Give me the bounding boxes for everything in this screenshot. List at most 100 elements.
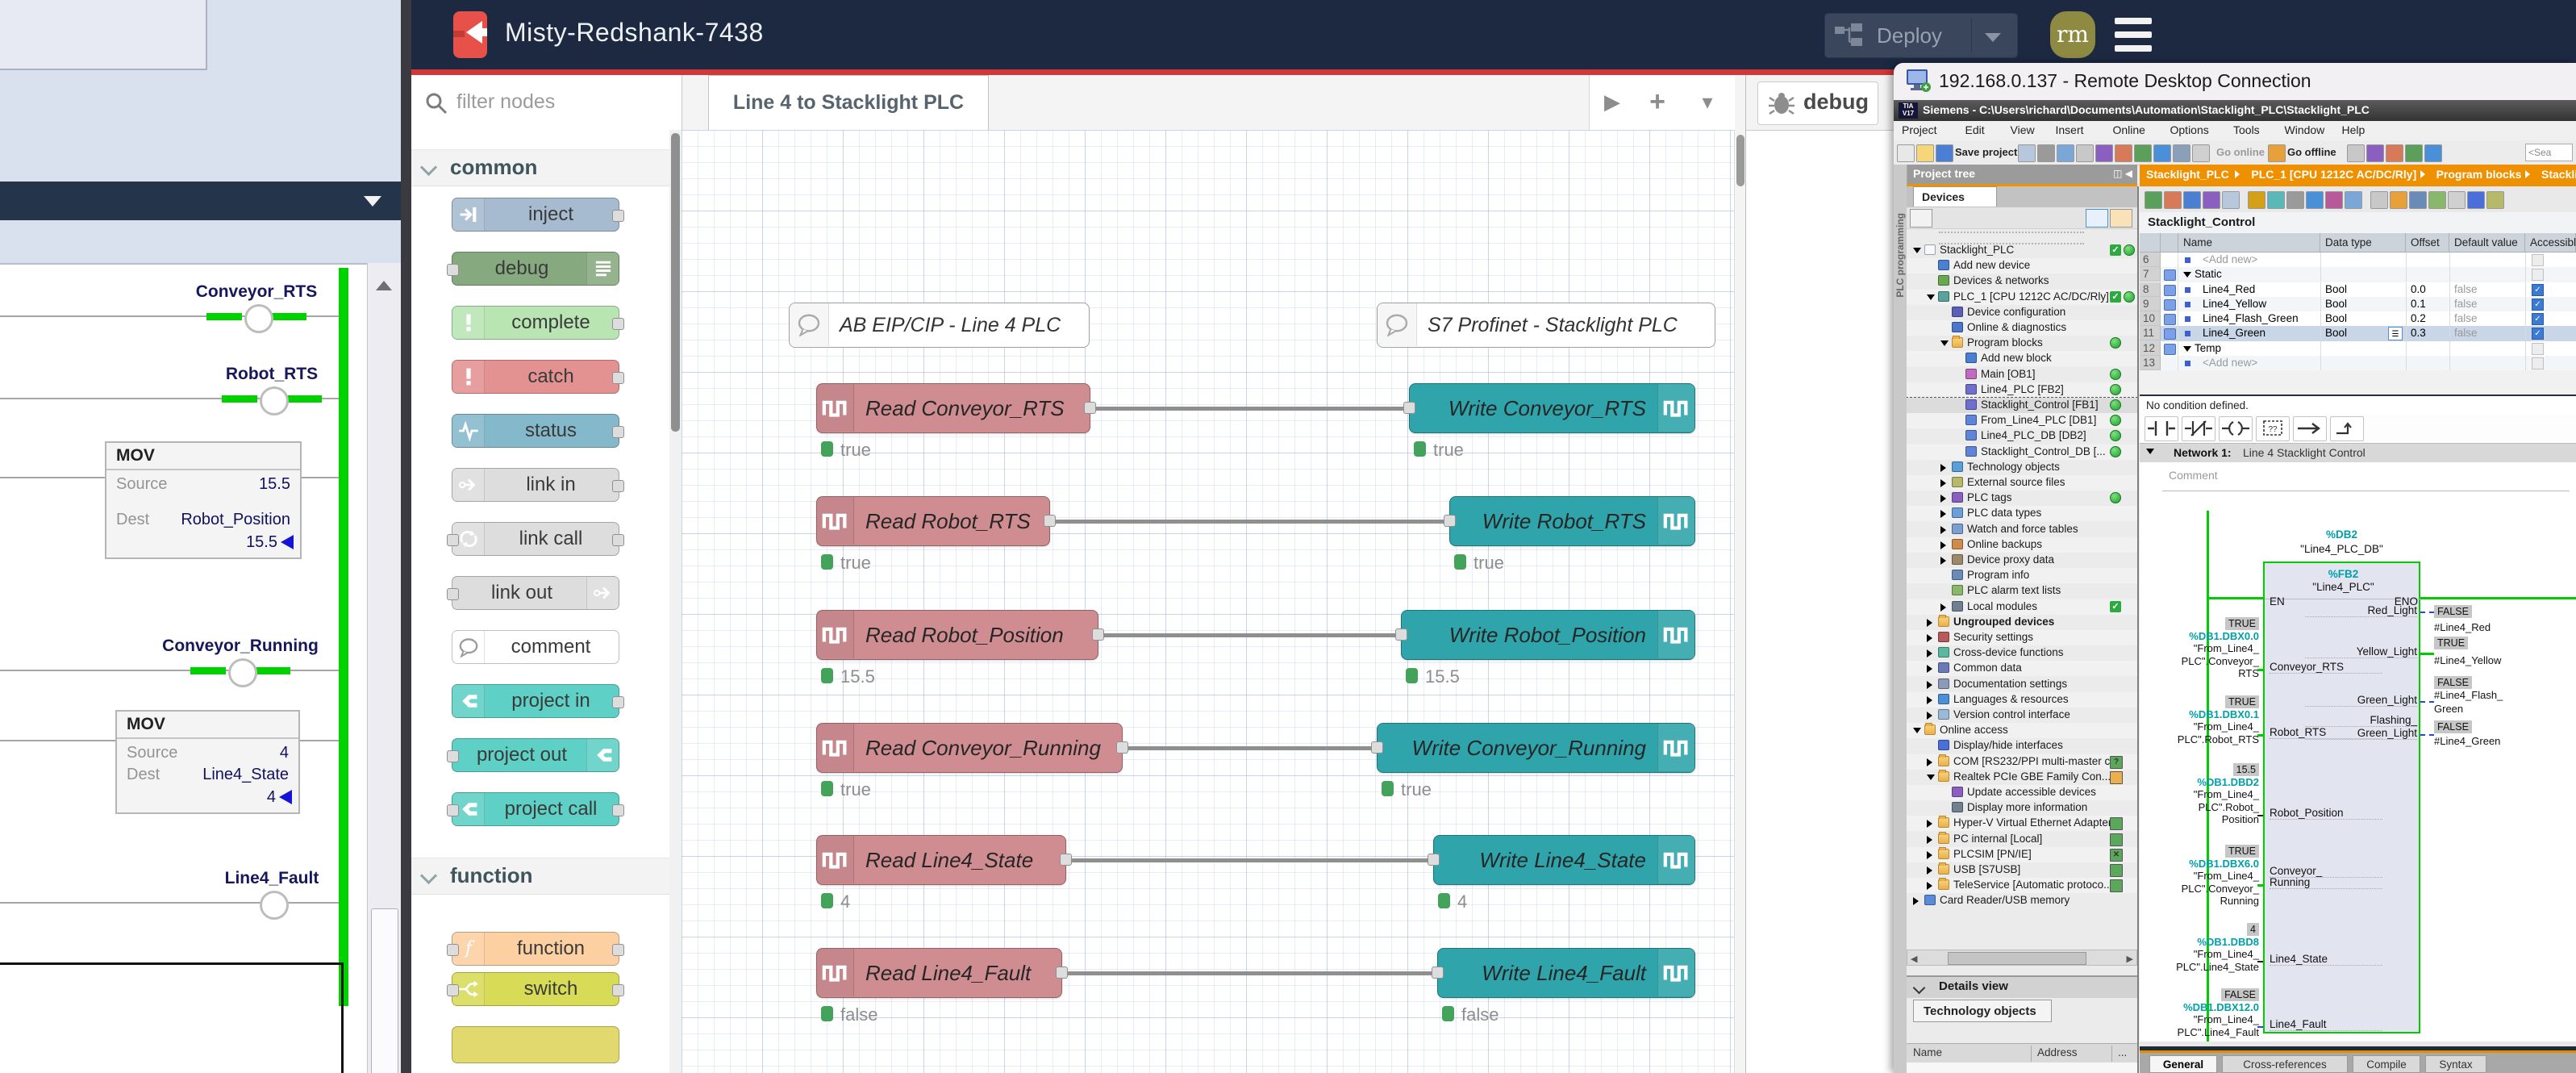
breadcrumb-item-plc-1-cpu-1212c-ac-dc-rly[interactable]: PLC_1 [CPU 1212C AC/DC/Rly]: [2251, 168, 2417, 181]
input-port[interactable]: [1395, 628, 1407, 641]
expand-icon[interactable]: [1927, 695, 1932, 704]
comment-node-s7-profinet-stacklight-plc[interactable]: S7 Profinet - Stacklight PLC: [1377, 303, 1715, 348]
output-port[interactable]: [1060, 854, 1072, 866]
output-port[interactable]: [612, 944, 624, 956]
bottom-tab-compile[interactable]: Compile: [2353, 1055, 2420, 1073]
editor-toolbar-icon[interactable]: [2370, 191, 2388, 209]
output-port[interactable]: [1116, 741, 1128, 754]
toolbar-icon[interactable]: [2037, 144, 2055, 162]
scroll-right-icon[interactable]: ▶: [2126, 954, 2133, 964]
input-port[interactable]: [1403, 402, 1415, 414]
editor-toolbar-icon[interactable]: [2203, 191, 2220, 209]
flow-node-write-robot-rts[interactable]: Write Robot_RTS: [1444, 496, 1695, 546]
flow-node-read-robot-position[interactable]: Read Robot_Position: [816, 610, 1104, 660]
output-port[interactable]: [612, 696, 624, 708]
collapse-icon[interactable]: [1940, 340, 1949, 347]
input-port[interactable]: [447, 750, 459, 762]
editor-toolbar-icon[interactable]: [2286, 191, 2304, 209]
flow-node-read-conveyor-rts[interactable]: Read Conveyor_RTS: [816, 383, 1096, 433]
accessible-checkbox[interactable]: [2532, 357, 2544, 369]
editor-toolbar-icon[interactable]: [2486, 191, 2504, 209]
tree-item-plc-alarm-text-lists[interactable]: PLC alarm text lists: [1907, 583, 2137, 599]
comment-node-ab-eip-cip-line-4-plc[interactable]: AB EIP/CIP - Line 4 PLC: [789, 303, 1090, 348]
editor-toolbar-icon[interactable]: [2267, 191, 2285, 209]
tree-item-teleservice-automatic-protoco[interactable]: TeleService [Automatic protoco...: [1907, 878, 2137, 894]
palette-section-common[interactable]: common: [411, 149, 669, 186]
tree-item-program-info[interactable]: Program info: [1907, 568, 2137, 584]
tree-filter-icon[interactable]: [2110, 209, 2132, 228]
tree-item-watch-and-force-tables[interactable]: Watch and force tables: [1907, 522, 2137, 537]
tree-item-cross-device-functions[interactable]: Cross-device functions: [1907, 645, 2137, 661]
column-header-accessible[interactable]: Accessible: [2525, 233, 2576, 253]
tree-item-device-configuration[interactable]: Device configuration: [1907, 305, 2137, 320]
palette-node-status[interactable]: status: [452, 414, 624, 448]
flow-tab[interactable]: Line 4 to Stacklight PLC: [708, 75, 989, 132]
scrollbar-thumb[interactable]: [1948, 952, 2086, 965]
contact-icon[interactable]: [2145, 416, 2178, 441]
tree-item-display-hide-interfaces[interactable]: Display/hide interfaces: [1907, 738, 2137, 754]
column-header-offset[interactable]: Offset: [2406, 233, 2449, 253]
toolbar-icon[interactable]: [2366, 144, 2384, 162]
menu-view[interactable]: View: [2010, 123, 2035, 136]
toolbar-icon[interactable]: [2057, 144, 2074, 162]
menu-options[interactable]: Options: [2170, 123, 2209, 136]
coil-icon[interactable]: [2219, 416, 2253, 441]
table-row-add-new-6[interactable]: 6<Add new>: [2140, 253, 2576, 268]
network-comment[interactable]: Comment: [2140, 462, 2576, 491]
toolbar-icon[interactable]: [2115, 144, 2132, 162]
user-avatar[interactable]: rm: [2050, 11, 2095, 58]
expand-icon[interactable]: [1927, 866, 1932, 875]
bottom-tab-syntax[interactable]: Syntax: [2425, 1055, 2486, 1073]
palette-node-debug[interactable]: debug: [447, 252, 619, 286]
flow-node-write-conveyor-running[interactable]: Write Conveyor_Running: [1371, 723, 1695, 773]
expand-icon[interactable]: [1927, 712, 1932, 720]
scroll-left-icon[interactable]: ◀: [1911, 954, 1918, 964]
tree-item-stacklight-plc[interactable]: Stacklight_PLC✓: [1907, 243, 2137, 258]
expand-icon[interactable]: [1940, 541, 1946, 549]
toolbar-icon[interactable]: [2173, 144, 2190, 162]
editor-toolbar-icon[interactable]: [2448, 191, 2466, 209]
flow-list-button[interactable]: ▾: [1685, 75, 1730, 130]
tree-item-devices-networks[interactable]: Devices & networks: [1907, 273, 2137, 289]
palette-node-link-in[interactable]: link in: [452, 468, 624, 502]
tree-item-line4-plc-db-db2[interactable]: Line4_PLC_DB [DB2]: [1907, 428, 2137, 444]
breadcrumb-item-stacklight-co[interactable]: Stacklight_Co: [2541, 168, 2576, 181]
editor-toolbar-icon[interactable]: [2467, 191, 2485, 209]
tree-item-version-control-interface[interactable]: Version control interface: [1907, 708, 2137, 723]
expand-icon[interactable]: [1940, 510, 1946, 519]
coil-symbol[interactable]: [260, 891, 289, 920]
coil-symbol[interactable]: [244, 304, 273, 333]
tree-item-com-rs232-ppi-multi-master-c[interactable]: COM [RS232/PPI multi-master c...?: [1907, 754, 2137, 770]
input-port[interactable]: [447, 534, 459, 546]
editor-toolbar-icon[interactable]: [2345, 191, 2362, 209]
menu-tools[interactable]: Tools: [2233, 123, 2260, 136]
toolbar-icon[interactable]: [1916, 144, 1934, 162]
output-port[interactable]: [612, 984, 624, 996]
tree-item-common-data[interactable]: Common data: [1907, 661, 2137, 677]
tree-horizontal-scrollbar[interactable]: ◀ ▶: [1907, 950, 2137, 966]
rdp-title-bar[interactable]: 192.168.0.137 - Remote Desktop Connectio…: [1894, 63, 2576, 100]
toolbar-icon[interactable]: [2134, 144, 2152, 162]
expand-icon[interactable]: [1927, 634, 1932, 642]
scrollbar-thumb[interactable]: [1736, 135, 1744, 186]
expand-icon[interactable]: [1927, 882, 1932, 891]
add-flow-button[interactable]: +: [1635, 75, 1680, 130]
expand-icon[interactable]: [1940, 495, 1946, 503]
tree-item-add-new-device[interactable]: Add new device: [1907, 258, 2137, 274]
breadcrumb-item-program-blocks[interactable]: Program blocks: [2436, 168, 2522, 181]
collapse-icon[interactable]: [2183, 272, 2191, 278]
editor-toolbar-icon[interactable]: [2222, 191, 2240, 209]
tree-item-device-proxy-data[interactable]: Device proxy data: [1907, 553, 2137, 568]
expand-icon[interactable]: [1927, 665, 1932, 674]
column-header-name[interactable]: Name: [2178, 233, 2320, 253]
output-port[interactable]: [612, 534, 624, 546]
accessible-checkbox[interactable]: [2532, 254, 2544, 266]
collapse-icon[interactable]: [1927, 294, 1935, 300]
tree-item-plc-1-cpu-1212c-ac-dc-rly[interactable]: PLC_1 [CPU 1212C AC/DC/Rly]✓: [1907, 289, 2137, 305]
menu-edit[interactable]: Edit: [1965, 123, 1985, 136]
